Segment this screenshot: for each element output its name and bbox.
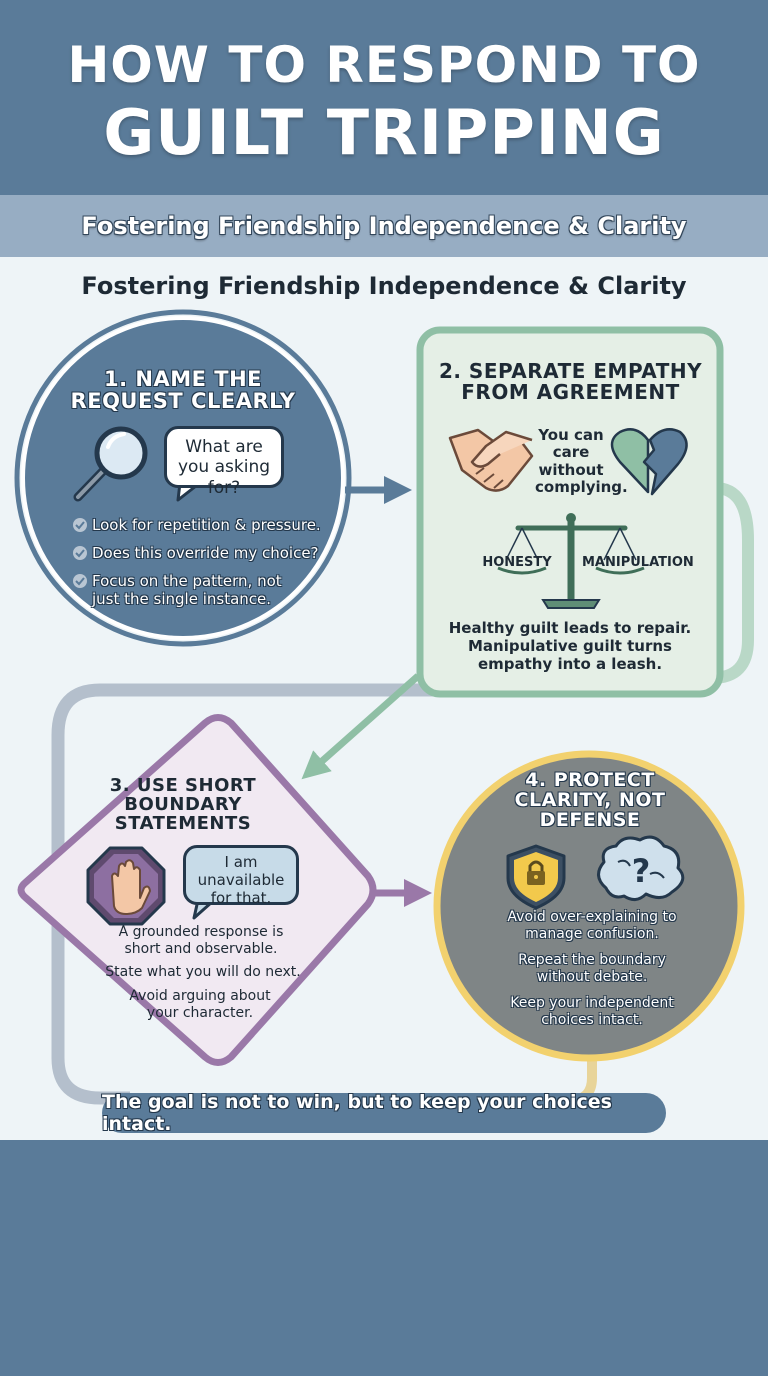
balance-scale-icon: [497, 513, 645, 609]
bottom-banner: The goal is not to win, but to keep your…: [102, 1091, 666, 1135]
step2-title-line-1: 2. SEPARATE EMPATHY: [438, 359, 703, 383]
step3-line-2: State what you will do next.: [105, 964, 301, 980]
step2-footer: Healthy guilt leads to repair. Manipulat…: [448, 619, 692, 673]
step3-title: 3. USE SHORT BOUNDARY STATEMENTS: [103, 775, 263, 834]
confused-brain-icon: ?: [597, 835, 685, 901]
step1-title-line-2: REQUEST CLEARLY: [70, 389, 296, 414]
step4-circle: [433, 750, 745, 1062]
step4-title-line-2: CLARITY, NOT: [514, 788, 666, 811]
page-subtitle: Fostering Friendship Independence & Clar…: [81, 272, 687, 300]
header: HOW TO RESPOND TO GUILT TRIPPING: [0, 0, 768, 195]
bottom-banner-text: The goal is not to win, but to keep your…: [102, 1091, 612, 1135]
step1-title: 1. NAME THE REQUEST CLEARLY: [53, 368, 313, 412]
step4-title-line-3: DEFENSE: [539, 808, 641, 831]
step4-line-3: Keep your independent choices intact.: [510, 995, 674, 1028]
step4-title-line-1: 4. PROTECT: [525, 769, 655, 791]
step4-line-1: Avoid over-explaining to manage confusio…: [507, 909, 677, 942]
step3-line-3: Avoid arguing about your character.: [129, 988, 271, 1021]
step1-bullet-1: Look for repetition & pressure.: [92, 516, 321, 534]
scale-label-honesty: HONESTY: [482, 555, 552, 570]
step1-bullet-2: Does this override my choice?: [92, 544, 319, 562]
step3-speech-bubble: I am unavailable for that.: [183, 845, 299, 907]
step1-bullet-3: Focus on the pattern, not just the singl…: [92, 572, 282, 608]
shield-lock-icon: [506, 844, 566, 910]
broken-heart-icon: [610, 428, 688, 496]
step3-title-line-1: 3. USE SHORT: [109, 775, 257, 796]
step3-title-line-3: STATEMENTS: [114, 812, 252, 834]
subtitle-band-text: Fostering Friendship Independence & Clar…: [81, 212, 687, 240]
scale-label-manipulation: MANIPULATION: [582, 555, 694, 570]
step1-speech-bubble: What are you asking for?: [164, 426, 284, 498]
step1-title-line-1: 1. NAME THE: [103, 367, 263, 391]
step3-title-line-2: BOUNDARY: [124, 793, 242, 815]
subtitle-band: Fostering Friendship Independence & Clar…: [0, 195, 768, 257]
page-title-line-2: GUILT TRIPPING: [103, 96, 665, 169]
handshake-icon: [448, 428, 534, 492]
step4-title: 4. PROTECT CLARITY, NOT DEFENSE: [490, 769, 690, 831]
arrow-step2-to-step3: [301, 673, 421, 780]
step2-panel: [416, 326, 724, 698]
page-title-line-1: HOW TO RESPOND TO: [67, 36, 701, 94]
step4-line-2: Repeat the boundary without debate.: [518, 952, 666, 985]
step3-line-1: A grounded response is short and observa…: [118, 924, 284, 957]
check-circle-icon: [73, 518, 87, 588]
loop-connector-right: [711, 482, 754, 684]
magnifying-glass-icon: [73, 426, 148, 502]
step2-title-line-2: FROM AGREEMENT: [461, 380, 680, 404]
step2-care-text: You can care without complying.: [535, 426, 628, 496]
step2-title: 2. SEPARATE EMPATHY FROM AGREEMENT: [428, 361, 713, 403]
stop-hand-icon: [86, 846, 166, 926]
svg-text:?: ?: [632, 852, 651, 890]
